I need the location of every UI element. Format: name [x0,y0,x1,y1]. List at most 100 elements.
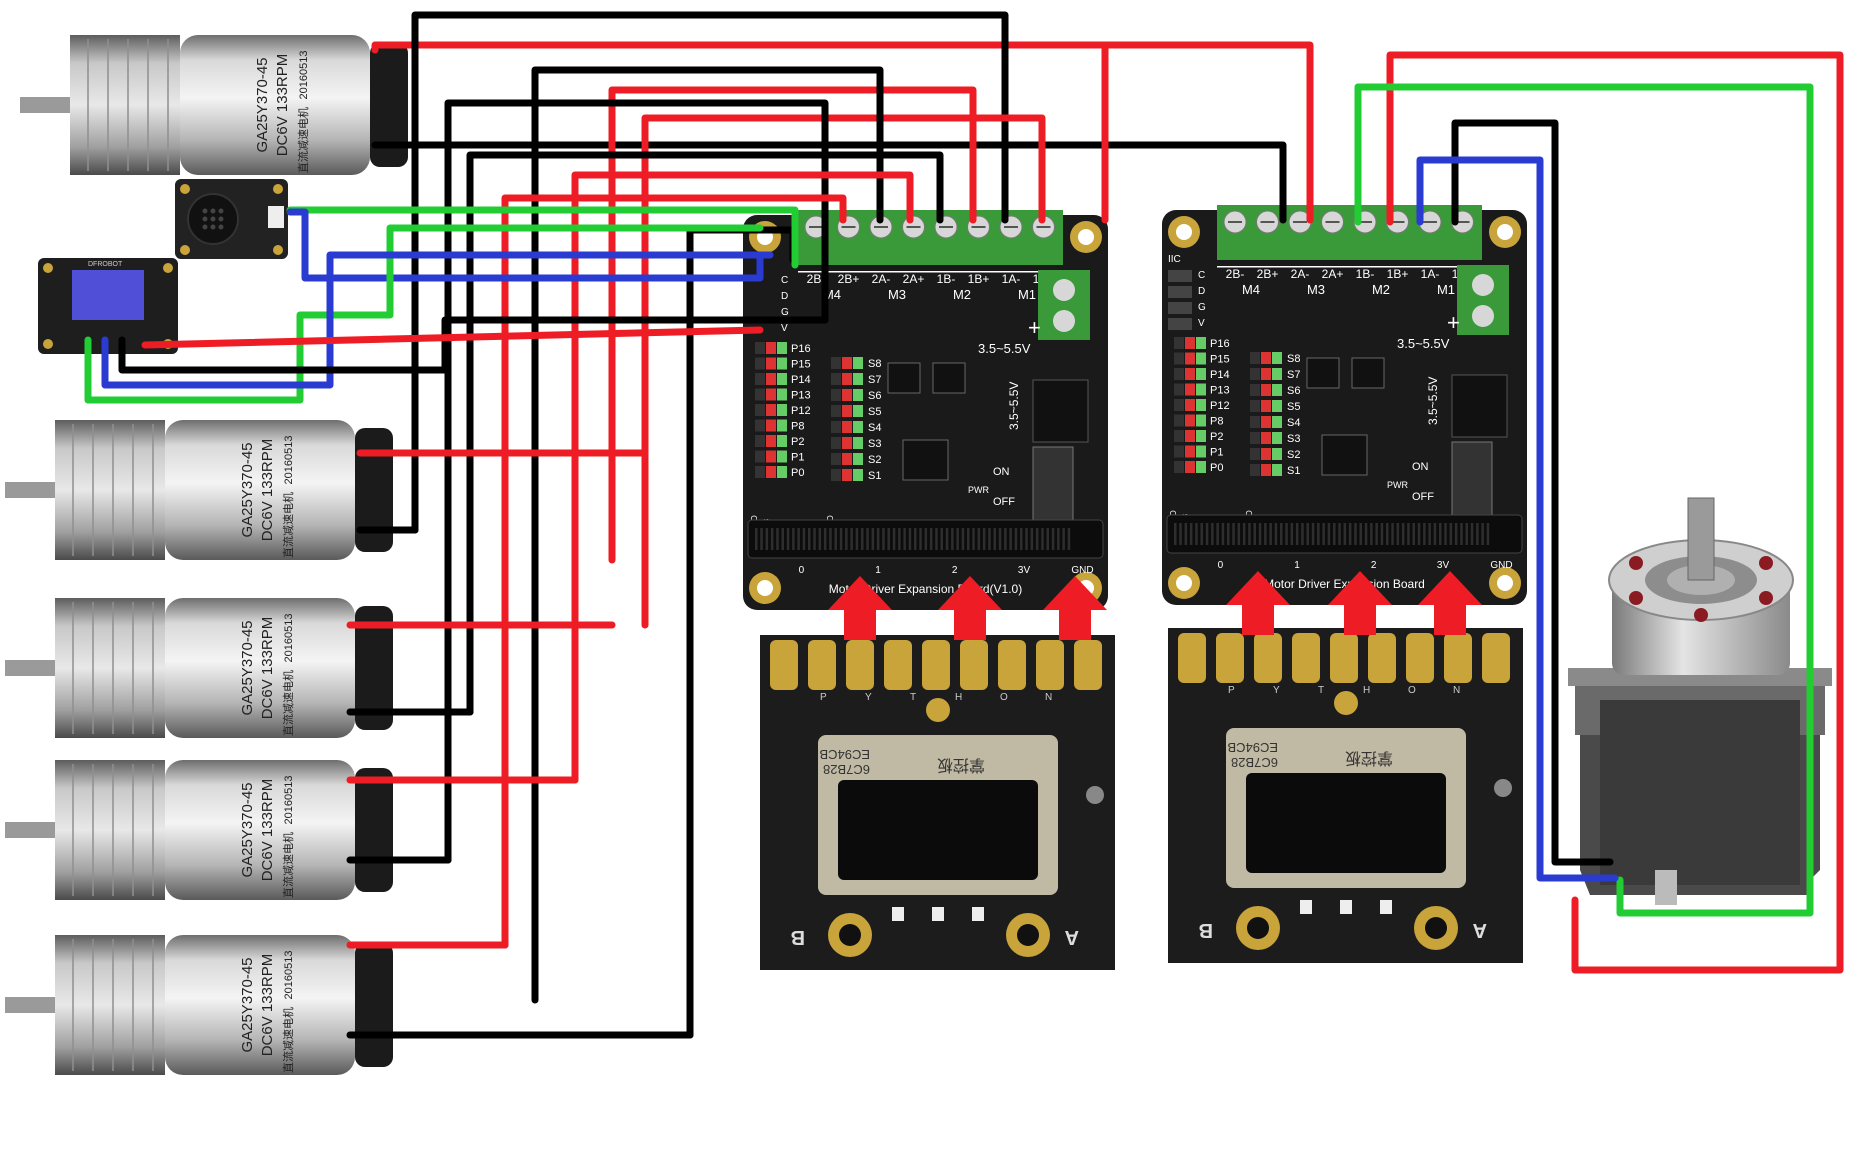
servo-header [842,469,852,481]
edge-slot [1380,523,1384,545]
motor-endcap [355,943,393,1067]
servo-header [842,389,852,401]
motor-spec: DC6V 133RPM [259,439,276,542]
edge-slot [1311,523,1315,545]
motor-shaft [20,97,72,113]
plus-label: + [1447,310,1460,335]
edge-slot [1423,523,1426,545]
edge-slot [1009,528,1012,550]
pad-label: Y [1273,685,1280,696]
edge-slot [903,528,906,550]
mount-hole-center [1078,229,1094,245]
pin-header [1174,368,1184,380]
servo-header [1272,368,1282,380]
servo-pin-label: S5 [868,406,881,418]
edge-slot [1401,523,1405,545]
stepper-motor [1568,497,1832,905]
edge-slot [1306,523,1309,545]
sensor-dot [1086,786,1104,804]
pin-label: P16 [1210,338,1230,350]
edge-slot [1035,528,1039,550]
gold-pad [1444,633,1472,683]
iic-header [1168,318,1192,330]
motor-model: GA25Y370-45 [239,782,256,877]
edge-slot [1338,523,1341,545]
wire-blue [286,208,764,282]
edge-slot [1396,523,1400,545]
edge-slot [1004,528,1007,550]
controller-chip [1321,434,1368,476]
edge-slot [1343,523,1347,545]
motor-cn-label: 直流减速电机 [281,670,295,736]
servo-header [831,469,841,481]
board-pcb [743,215,1108,610]
servo-header [853,405,863,417]
gold-pad [1292,633,1320,683]
mount-hole-center [1176,575,1192,591]
pin-header [766,404,776,416]
pin-header [1174,461,1184,473]
pin-header [1196,414,1206,427]
edge-slot [1041,528,1044,550]
wire-red [141,326,764,349]
power-screw [1053,279,1075,301]
edge-slot [1428,523,1431,545]
pin-header [1196,383,1206,396]
wire-red [608,86,977,564]
pad-label: P [820,692,827,703]
edge-slot [1301,523,1304,545]
terminal-block [1217,205,1482,260]
motor-cn-label: 直流减速电机 [281,832,295,898]
wire-blue [101,251,774,389]
voltage-label: 3.5~5.5V [1397,336,1450,351]
servo-header [1261,448,1271,460]
mount-hole-center [1497,575,1513,591]
edge-slot [1333,523,1336,545]
servo-header [1250,416,1260,428]
iic-pin-label: V [1198,318,1205,329]
edge-slot [982,528,986,550]
servo-header [1250,432,1260,444]
wire-green [286,206,799,269]
motor-driver-board: 2B-2B+2A-2A+1B-1B+1A-1A+M4M3M2M1+3.5~5.5… [743,210,1108,610]
button-b [1247,917,1269,939]
gold-pad [1036,640,1064,690]
servo-header [1261,368,1271,380]
edge-slot [1030,528,1034,550]
iic-header [1168,286,1192,298]
edge-slot [1221,523,1225,545]
wire-red [641,114,1046,629]
terminal-label: 2A+ [1322,267,1344,281]
edge-slot [1322,523,1325,545]
motor-gearbox [70,35,180,175]
pin-header [766,450,776,463]
edge-slot [781,528,784,550]
motor-port-label: M2 [1372,282,1390,297]
pin-header [755,450,765,463]
servo-header [831,405,841,417]
wire-black [371,141,1287,224]
servo-header [1250,384,1260,396]
button-b-label: B [791,926,805,948]
iic-pin-label: V [781,323,788,334]
pin-header [777,435,787,447]
board-title: Motor Driver Expansion Board [1264,577,1425,591]
terminal-label: 2B- [1226,267,1245,281]
edge-label: 3V [1437,560,1450,571]
edge-slot [887,528,890,550]
motor-port-label: M3 [888,287,906,302]
edge-slot [1274,523,1278,545]
edge-slot [1412,523,1415,545]
edge-slot [876,528,880,550]
power-screw [1053,310,1075,332]
terminal-label: 2A- [1291,267,1310,281]
motor-endcap [355,428,393,552]
pin-header [777,342,787,354]
pin-header [777,419,787,432]
gold-pad [884,640,912,690]
terminal-label: 1B- [1356,267,1375,281]
servo-header [1261,432,1271,444]
pwr-label: PWR [968,485,989,495]
pin-label: P0 [1210,462,1223,474]
